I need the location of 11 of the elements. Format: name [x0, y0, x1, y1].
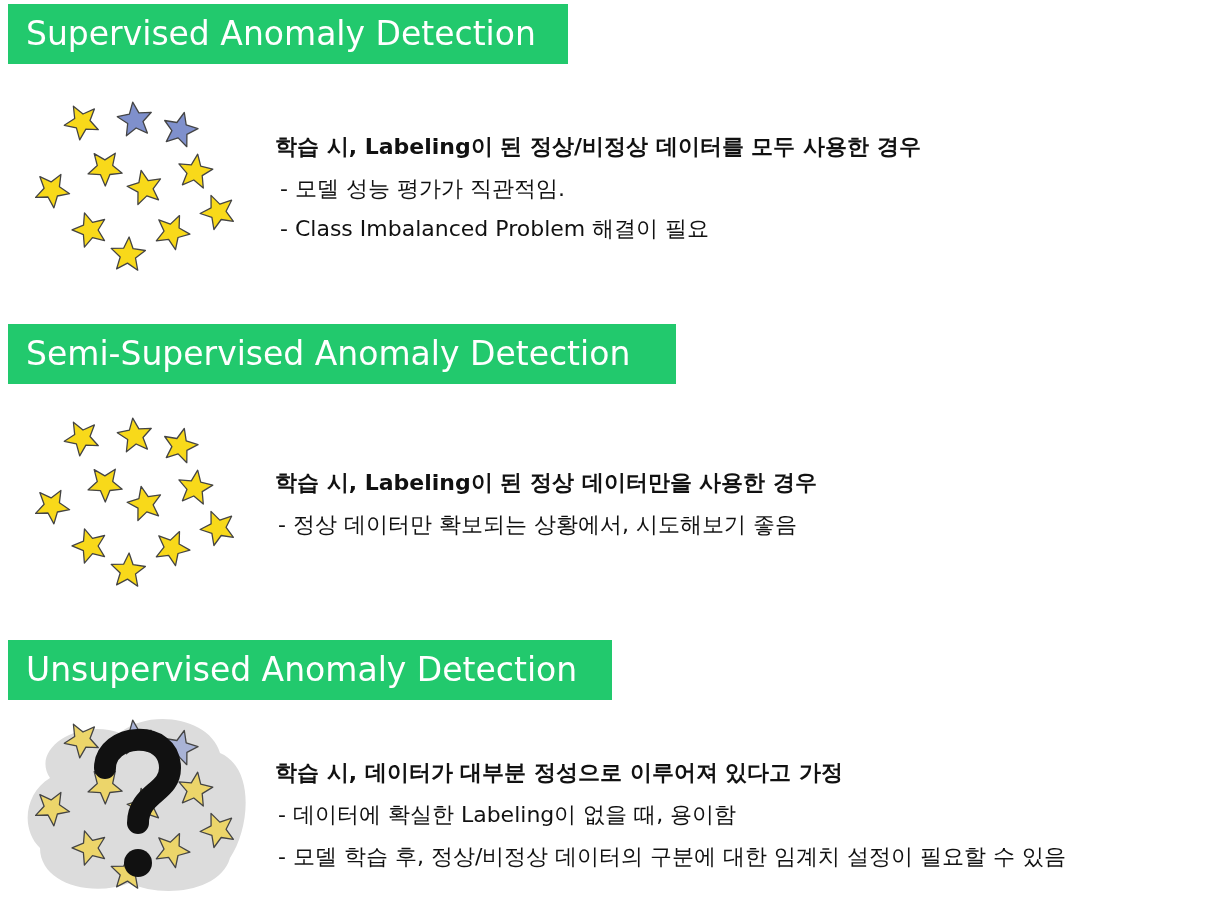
bullet-text: - 모델 학습 후, 정상/비정상 데이터의 구분에 대한 임계치 설정이 필요할 수 있음	[278, 843, 1067, 871]
bullet-text: - 데이터에 확실한 Labeling이 없을 때, 용이함	[278, 801, 737, 829]
section-header-band: Unsupervised Anomaly Detection	[8, 640, 612, 700]
heading-text: 학습 시, Labeling이 된 정상 데이터만을 사용한 경우	[275, 469, 817, 497]
heading-text: 학습 시, 데이터가 대부분 정성으로 이루어져 있다고 가정	[275, 759, 843, 787]
section-header-band: Supervised Anomaly Detection	[8, 4, 568, 64]
bullet-text: - Class Imbalanced Problem 해결이 필요	[280, 215, 710, 243]
heading-text: 학습 시, Labeling이 된 정상/비정상 데이터를 모두 사용한 경우	[275, 133, 921, 161]
section-header-band: Semi-Supervised Anomaly Detection	[8, 324, 676, 384]
bullet-text: - 정상 데이터만 확보되는 상황에서, 시도해보기 좋음	[278, 511, 797, 539]
bullet-text: - 모델 성능 평가가 직관적임.	[280, 175, 565, 203]
